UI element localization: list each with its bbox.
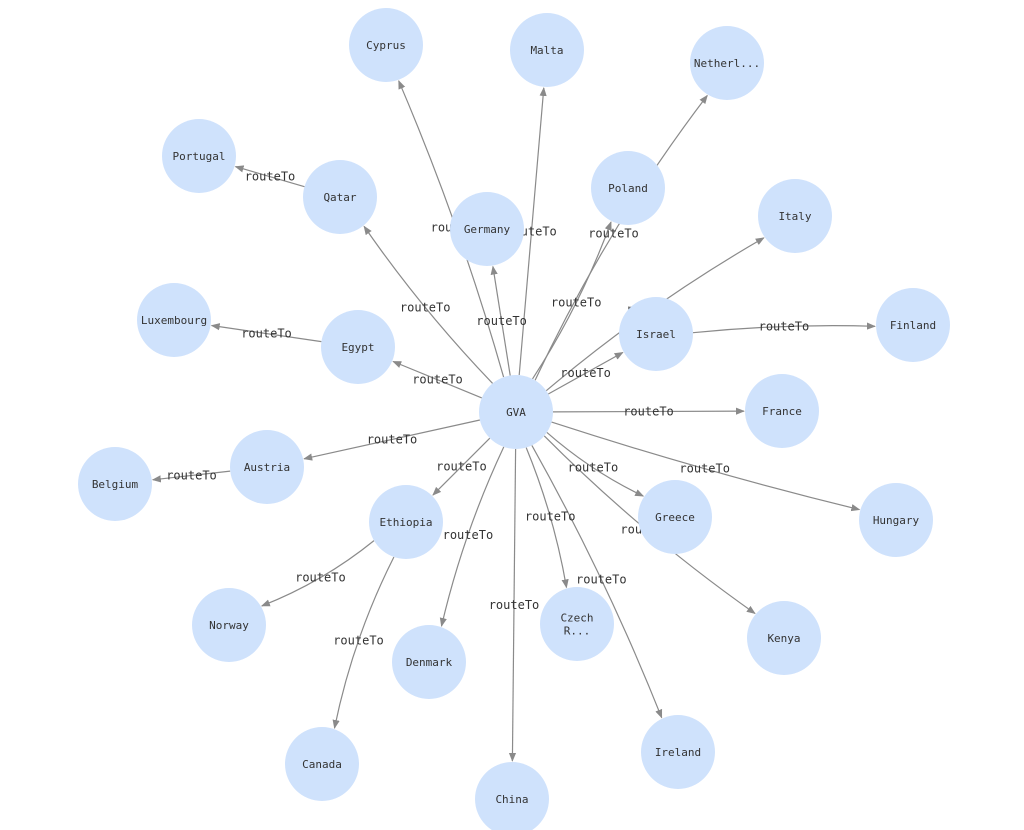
node-belgium[interactable]: Belgium bbox=[78, 447, 152, 521]
node-circle-greece[interactable] bbox=[638, 480, 712, 554]
node-circle-austria[interactable] bbox=[230, 430, 304, 504]
edge-label-gva-to-netherlands: routeTo bbox=[588, 226, 639, 240]
node-ireland[interactable]: Ireland bbox=[641, 715, 715, 789]
node-canada[interactable]: Canada bbox=[285, 727, 359, 801]
node-austria[interactable]: Austria bbox=[230, 430, 304, 504]
edge-israel-to-finland bbox=[692, 322, 876, 334]
node-circle-ethiopia[interactable] bbox=[369, 485, 443, 559]
node-luxembourg[interactable]: Luxembourg bbox=[137, 283, 211, 357]
node-poland[interactable]: Poland bbox=[591, 151, 665, 225]
node-hungary[interactable]: Hungary bbox=[859, 483, 933, 557]
edges-layer bbox=[151, 79, 876, 762]
node-finland[interactable]: Finland bbox=[876, 288, 950, 362]
edge-label-egypt-to-luxembourg: routeTo bbox=[241, 327, 292, 341]
edge-label-gva-to-ireland: routeTo bbox=[576, 572, 627, 586]
edge-gva-to-france bbox=[552, 407, 745, 415]
edge-ethiopia-to-norway bbox=[260, 540, 375, 607]
node-circle-czech-republic[interactable] bbox=[540, 587, 614, 661]
node-kenya[interactable]: Kenya bbox=[747, 601, 821, 675]
node-circle-netherlands[interactable] bbox=[690, 26, 764, 100]
node-circle-belgium[interactable] bbox=[78, 447, 152, 521]
node-circle-china[interactable] bbox=[475, 762, 549, 830]
edge-austria-to-belgium bbox=[151, 470, 231, 483]
node-circle-poland[interactable] bbox=[591, 151, 665, 225]
edge-gva-to-netherlands bbox=[534, 94, 708, 381]
edge-label-gva-to-china: routeTo bbox=[489, 598, 540, 612]
node-circle-denmark[interactable] bbox=[392, 625, 466, 699]
edge-gva-to-czech-republic bbox=[525, 447, 569, 589]
edge-gva-to-poland bbox=[531, 221, 612, 380]
node-france[interactable]: France bbox=[745, 374, 819, 448]
edge-label-gva-to-ethiopia: routeTo bbox=[436, 460, 487, 474]
node-greece[interactable]: Greece bbox=[638, 480, 712, 554]
node-netherlands[interactable]: Netherl... bbox=[690, 26, 764, 100]
edge-gva-to-ethiopia bbox=[432, 437, 491, 496]
edge-label-gva-to-austria: routeTo bbox=[367, 432, 418, 446]
edge-label-gva-to-czech-republic: routeTo bbox=[525, 509, 576, 523]
node-circle-qatar[interactable] bbox=[303, 160, 377, 234]
edge-gva-to-austria bbox=[303, 419, 481, 461]
edge-gva-to-israel bbox=[548, 351, 624, 395]
edge-label-gva-to-greece: routeTo bbox=[568, 461, 619, 475]
edge-gva-to-hungary bbox=[551, 421, 861, 512]
edge-gva-to-malta bbox=[518, 87, 547, 376]
edge-label-gva-to-denmark: routeTo bbox=[443, 528, 494, 542]
edge-gva-to-germany bbox=[490, 265, 511, 376]
edge-egypt-to-luxembourg bbox=[210, 323, 322, 343]
edge-label-gva-to-hungary: routeTo bbox=[679, 462, 730, 476]
edge-gva-to-greece bbox=[546, 431, 645, 497]
edge-label-gva-to-germany: routeTo bbox=[476, 314, 527, 328]
node-circle-norway[interactable] bbox=[192, 588, 266, 662]
node-circle-egypt[interactable] bbox=[321, 310, 395, 384]
node-germany[interactable]: Germany bbox=[450, 192, 524, 266]
node-israel[interactable]: Israel bbox=[619, 297, 693, 371]
node-circle-hungary[interactable] bbox=[859, 483, 933, 557]
node-norway[interactable]: Norway bbox=[192, 588, 266, 662]
node-portugal[interactable]: Portugal bbox=[162, 119, 236, 193]
node-egypt[interactable]: Egypt bbox=[321, 310, 395, 384]
edge-label-austria-to-belgium: routeTo bbox=[166, 468, 217, 482]
node-circle-luxembourg[interactable] bbox=[137, 283, 211, 357]
edge-qatar-to-portugal bbox=[234, 165, 305, 188]
edge-gva-to-denmark bbox=[439, 446, 505, 627]
edge-ethiopia-to-canada bbox=[332, 556, 395, 729]
node-denmark[interactable]: Denmark bbox=[392, 625, 466, 699]
edge-gva-to-china bbox=[508, 448, 517, 762]
edge-label-gva-to-france: routeTo bbox=[623, 405, 674, 419]
node-circle-germany[interactable] bbox=[450, 192, 524, 266]
node-circle-gva[interactable] bbox=[479, 375, 553, 449]
edge-gva-to-qatar bbox=[363, 225, 494, 384]
node-circle-canada[interactable] bbox=[285, 727, 359, 801]
node-circle-ireland[interactable] bbox=[641, 715, 715, 789]
node-circle-france[interactable] bbox=[745, 374, 819, 448]
edge-label-gva-to-poland: routeTo bbox=[551, 296, 602, 310]
edge-label-ethiopia-to-canada: routeTo bbox=[333, 634, 384, 648]
edge-label-ethiopia-to-norway: routeTo bbox=[295, 571, 346, 585]
edge-label-qatar-to-portugal: routeTo bbox=[245, 170, 296, 184]
node-czech-republic[interactable]: CzechR... bbox=[540, 587, 614, 661]
node-circle-portugal[interactable] bbox=[162, 119, 236, 193]
edge-label-gva-to-qatar: routeTo bbox=[400, 300, 451, 314]
node-italy[interactable]: Italy bbox=[758, 179, 832, 253]
node-circle-italy[interactable] bbox=[758, 179, 832, 253]
edge-label-gva-to-egypt: routeTo bbox=[412, 373, 463, 387]
node-circle-cyprus[interactable] bbox=[349, 8, 423, 82]
node-cyprus[interactable]: Cyprus bbox=[349, 8, 423, 82]
edge-gva-to-ireland bbox=[531, 445, 663, 719]
node-malta[interactable]: Malta bbox=[510, 13, 584, 87]
node-china[interactable]: China bbox=[475, 762, 549, 830]
node-circle-finland[interactable] bbox=[876, 288, 950, 362]
node-circle-malta[interactable] bbox=[510, 13, 584, 87]
node-circle-kenya[interactable] bbox=[747, 601, 821, 675]
node-qatar[interactable]: Qatar bbox=[303, 160, 377, 234]
node-circle-israel[interactable] bbox=[619, 297, 693, 371]
node-gva[interactable]: GVA bbox=[479, 375, 553, 449]
edge-label-israel-to-finland: routeTo bbox=[759, 320, 810, 334]
edge-gva-to-egypt bbox=[392, 360, 483, 399]
node-ethiopia[interactable]: Ethiopia bbox=[369, 485, 443, 559]
edge-label-gva-to-israel: routeTo bbox=[560, 366, 611, 380]
